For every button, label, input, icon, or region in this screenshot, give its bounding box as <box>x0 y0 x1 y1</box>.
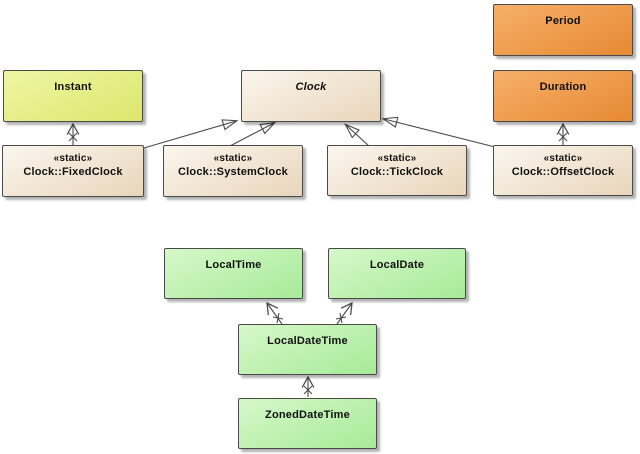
x-mark-fixedclock-instant <box>68 132 78 142</box>
class-period-label: Period <box>545 15 581 27</box>
edge-fixedclock-clock <box>143 119 239 149</box>
edge-localdatetime-localtime <box>266 301 283 325</box>
class-duration-label: Duration <box>539 81 587 93</box>
class-instant: Instant <box>3 70 143 122</box>
edge-localdatetime-localdate <box>336 301 353 325</box>
class-local-date-label: LocalDate <box>369 259 425 271</box>
class-local-time: LocalTime <box>164 248 303 299</box>
class-period: Period <box>493 4 633 56</box>
class-clock: Clock <box>241 70 381 122</box>
class-clock-label: Clock <box>295 81 327 93</box>
class-system-clock: «static» Clock::SystemClock <box>163 145 303 197</box>
class-local-time-label: LocalTime <box>205 259 262 271</box>
class-system-clock-stereotype: «static» <box>213 153 253 164</box>
class-tick-clock-stereotype: «static» <box>377 153 417 164</box>
edge-tickclock-clock <box>344 123 370 147</box>
class-offset-clock-label: Clock::OffsetClock <box>511 166 615 178</box>
x-mark-localdatetime-localdate <box>335 312 347 324</box>
edge-offsetclock-clock <box>381 116 496 148</box>
class-duration: Duration <box>493 70 633 122</box>
class-zoned-date-time: ZonedDateTime <box>238 398 377 449</box>
class-fixed-clock-label: Clock::FixedClock <box>23 166 123 178</box>
class-local-date: LocalDate <box>328 248 466 299</box>
x-mark-localdatetime-localtime <box>272 312 284 324</box>
class-local-date-time-label: LocalDateTime <box>267 335 348 347</box>
x-mark-zoneddatetime-localdatetime <box>303 385 313 395</box>
class-system-clock-label: Clock::SystemClock <box>178 166 288 178</box>
edge-systemclock-clock <box>229 121 277 147</box>
class-zoned-date-time-label: ZonedDateTime <box>265 409 350 421</box>
class-instant-label: Instant <box>54 81 92 93</box>
class-fixed-clock-stereotype: «static» <box>53 153 93 164</box>
class-local-date-time: LocalDateTime <box>238 324 377 375</box>
class-offset-clock-stereotype: «static» <box>543 153 583 164</box>
class-offset-clock: «static» Clock::OffsetClock <box>493 145 633 196</box>
class-fixed-clock: «static» Clock::FixedClock <box>2 145 144 197</box>
x-mark-offsetclock-duration <box>558 132 568 142</box>
class-tick-clock-label: Clock::TickClock <box>350 166 444 178</box>
class-tick-clock: «static» Clock::TickClock <box>327 145 467 196</box>
